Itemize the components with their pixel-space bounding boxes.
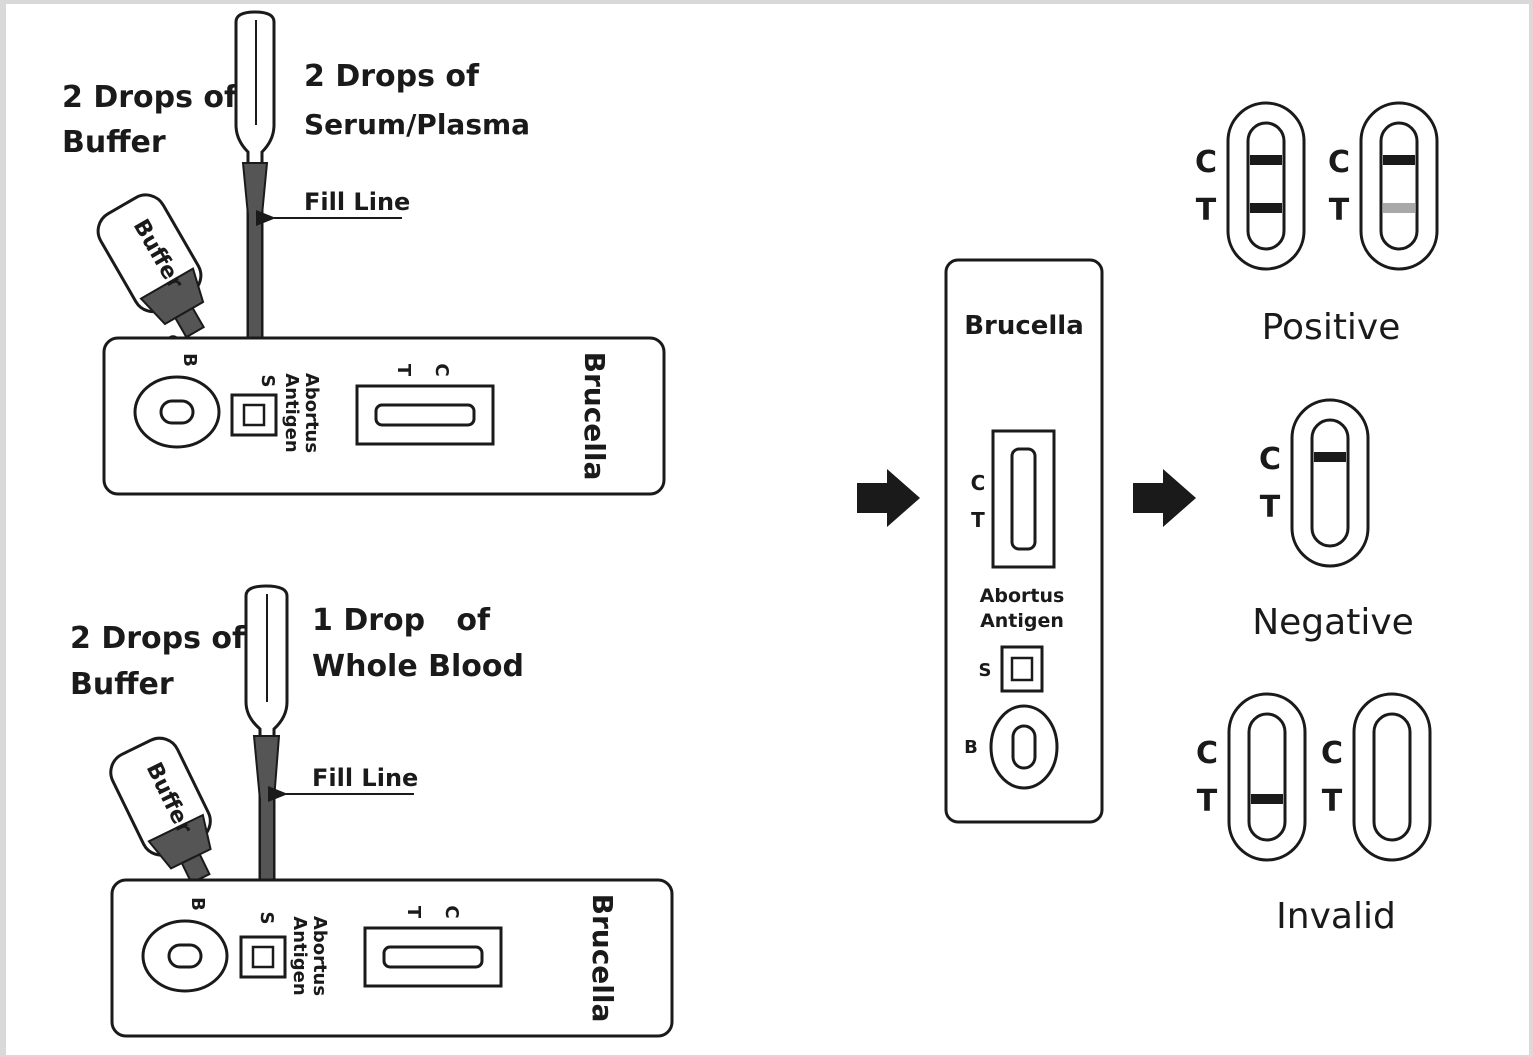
result-strip-negative: CT — [1259, 398, 1370, 568]
test-line — [1250, 203, 1282, 213]
control-line — [1383, 155, 1415, 165]
result-label-negative: Negative — [1252, 602, 1414, 643]
top-buffer-well-inner — [159, 399, 195, 425]
strip-marker-t: T — [1260, 490, 1281, 525]
bottom-well-b-label: B — [187, 897, 208, 911]
strip-marker-t: T — [1329, 193, 1350, 228]
top-buffer-bottle-icon: Buffer — [96, 193, 206, 339]
cassette-marker-t: T — [971, 508, 985, 532]
control-line — [1314, 452, 1346, 462]
cassette-brand-label: Brucella — [964, 311, 1084, 341]
top-pipette-icon — [234, 10, 276, 360]
strip-marker-c: C — [1196, 736, 1218, 771]
bottom-well-s-label: S — [256, 912, 277, 925]
bottom-antigen-label-line2: Antigen — [289, 916, 310, 995]
bottom-sample-label-line1: 1 Drop of — [312, 603, 491, 638]
bottom-sample-label-line2: Whole Blood — [312, 649, 524, 684]
strip-inner — [1310, 418, 1350, 548]
test-line — [1251, 794, 1283, 804]
top-marker-t: T — [393, 364, 414, 377]
cassette-antigen-line2: Antigen — [980, 610, 1064, 632]
bottom-fill-line-label: Fill Line — [312, 764, 418, 792]
strip-marker-c: C — [1328, 145, 1350, 180]
bottom-result-window-inner — [382, 945, 484, 969]
result-label-invalid: Invalid — [1276, 896, 1396, 937]
strip-inner — [1372, 712, 1412, 842]
cassette-marker-c: C — [971, 471, 986, 495]
top-sample-label-line2: Serum/Plasma — [304, 108, 530, 141]
top-step-panel: 2 Drops of Buffer 2 Drops of Serum/Plasm… — [62, 10, 666, 496]
strip-inner — [1246, 121, 1286, 251]
top-antigen-label-line1: Abortus — [301, 373, 322, 453]
cassette-result-window-inner — [1010, 447, 1037, 551]
cassette-antigen-line1: Abortus — [980, 585, 1065, 607]
cassette-well-b-label: B — [964, 737, 978, 758]
bottom-brand-label: Brucella — [586, 894, 619, 1023]
cassette-sample-well-inner — [1010, 656, 1034, 682]
result-label-positive: Positive — [1262, 307, 1401, 348]
cassette-well-s-label: S — [979, 660, 992, 681]
strip-inner — [1379, 121, 1419, 251]
strip-inner — [1247, 712, 1287, 842]
flow-arrow-icon — [1133, 469, 1196, 527]
top-sample-well — [230, 393, 278, 437]
result-strip-positive: CT — [1195, 101, 1306, 271]
top-antigen-label-line2: Antigen — [281, 373, 302, 452]
bottom-marker-c: C — [441, 905, 462, 918]
bottom-marker-t: T — [403, 906, 424, 919]
top-marker-c: C — [431, 363, 452, 376]
top-well-b-label: B — [179, 353, 200, 367]
control-line — [1250, 155, 1282, 165]
bottom-buffer-well-inner — [167, 943, 203, 969]
cassette-front-view: Brucella C T Abortus Antigen S B — [944, 258, 1104, 824]
test-line — [1383, 203, 1415, 213]
result-strip-invalid: CT — [1196, 692, 1307, 862]
top-result-window-inner — [374, 403, 476, 427]
strip-marker-c: C — [1259, 442, 1281, 477]
result-strip-invalid: CT — [1321, 692, 1432, 862]
top-brand-label: Brucella — [578, 352, 611, 481]
cassette-buffer-well-inner — [1011, 724, 1037, 770]
strip-marker-t: T — [1196, 193, 1217, 228]
strip-marker-c: C — [1321, 736, 1343, 771]
flow-arrow-icon — [857, 469, 920, 527]
strip-marker-t: T — [1197, 784, 1218, 819]
bottom-antigen-label-line1: Abortus — [309, 916, 330, 996]
bottom-sample-well-inner — [251, 945, 275, 969]
strip-marker-t: T — [1322, 784, 1343, 819]
result-strip-positive: CT — [1328, 101, 1439, 271]
top-sample-label-line1: 2 Drops of — [304, 59, 480, 94]
top-sample-well-inner — [242, 403, 266, 427]
bottom-step-panel: 2 Drops of Buffer 1 Drop of Whole Blood … — [70, 584, 674, 1038]
top-well-s-label: S — [257, 375, 278, 388]
bottom-buffer-label-line1: 2 Drops of — [70, 621, 246, 656]
bottom-buffer-bottle-icon: Buffer — [109, 736, 212, 885]
top-buffer-label-line1: 2 Drops of — [62, 80, 238, 115]
top-buffer-label-line2: Buffer — [62, 125, 166, 160]
strip-marker-c: C — [1195, 145, 1217, 180]
bottom-buffer-label-line2: Buffer — [70, 667, 174, 702]
top-fill-line-label: Fill Line — [304, 188, 410, 216]
